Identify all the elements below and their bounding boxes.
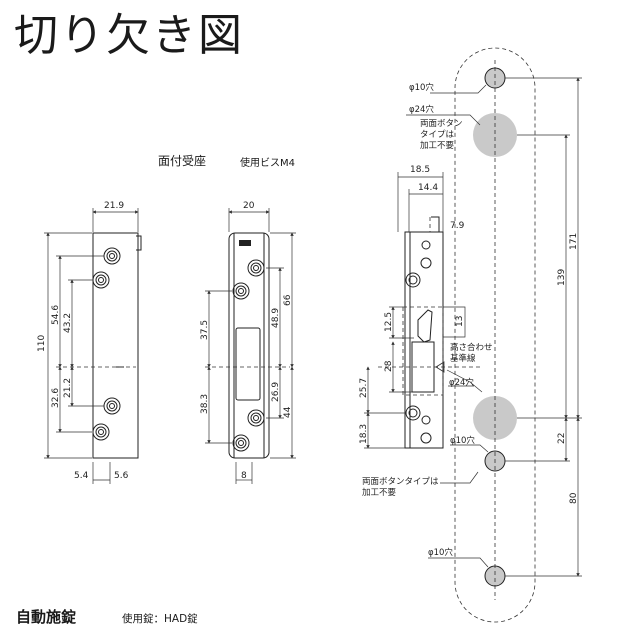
dim-5-6: 5.6 [114, 471, 129, 481]
dim-80: 80 [569, 492, 579, 504]
label-both-button-bottom-1: 両面ボタンタイプは [362, 477, 439, 487]
dim-20: 20 [243, 201, 255, 211]
dim-7-9: 7.9 [450, 221, 465, 231]
dim-171: 171 [569, 233, 579, 250]
dim-44: 44 [283, 406, 293, 418]
dim-37-5: 37.5 [200, 320, 210, 340]
dim-18-5: 18.5 [410, 165, 430, 175]
dim-26-9: 26.9 [271, 382, 281, 402]
dim-48-9: 48.9 [271, 308, 281, 328]
dim-21-9: 21.9 [104, 201, 124, 211]
label-both-button-top-1: 両面ボタン [420, 119, 463, 129]
dim-25-7: 25.7 [359, 378, 369, 398]
auto-lock-view: 18.5 14.4 7.9 171 139 22 80 12.5 13 28 [359, 47, 582, 623]
dim-18-3: 18.3 [359, 424, 369, 444]
dim-139: 139 [557, 269, 567, 286]
auto-lock-title: 自動施錠 [16, 608, 77, 626]
strike-front-view: 21.9 110 54.6 43.2 32.6 21.2 5.4 5.6 [37, 201, 142, 484]
dim-14-4: 14.4 [418, 183, 438, 193]
dim-66: 66 [283, 294, 293, 306]
dim-13: 13 [455, 316, 465, 327]
dim-21-2: 21.2 [63, 378, 73, 398]
page-title: 切り欠き図 [14, 10, 244, 61]
dim-110: 110 [37, 335, 47, 352]
strike-plate-title: 面付受座 [158, 154, 207, 168]
strike-side-view: 20 37.5 38.3 48.9 66 26.9 44 8 [200, 201, 296, 484]
dim-22: 22 [557, 433, 567, 444]
label-both-button-bottom-2: 加工不要 [362, 487, 397, 498]
label-both-button-top-2: タイプは [420, 130, 455, 140]
dim-5-4: 5.4 [74, 471, 89, 481]
dim-32-6: 32.6 [51, 388, 61, 408]
dim-43-2: 43.2 [63, 313, 73, 333]
label-hole-24-top: φ24穴 [409, 104, 434, 115]
label-hole-24-mid: φ24穴 [449, 377, 474, 388]
dim-12-5: 12.5 [384, 312, 394, 332]
dim-28: 28 [384, 360, 394, 372]
label-both-button-top-3: 加工不要 [420, 140, 455, 151]
dim-54-6: 54.6 [51, 305, 61, 325]
strike-screw-note: 使用ビスM4 [240, 158, 295, 169]
label-height-ref-2: 基準線 [450, 353, 476, 364]
dim-8: 8 [241, 471, 247, 481]
label-hole-10-mid: φ10穴 [450, 435, 475, 446]
label-hole-top: φ10穴 [409, 82, 434, 93]
label-hole-bottom: φ10穴 [428, 547, 453, 558]
label-height-ref-1: 高さ合わせ [450, 342, 493, 353]
dim-38-3: 38.3 [200, 394, 210, 414]
auto-lock-note: 使用錠：HAD錠 [122, 613, 198, 625]
